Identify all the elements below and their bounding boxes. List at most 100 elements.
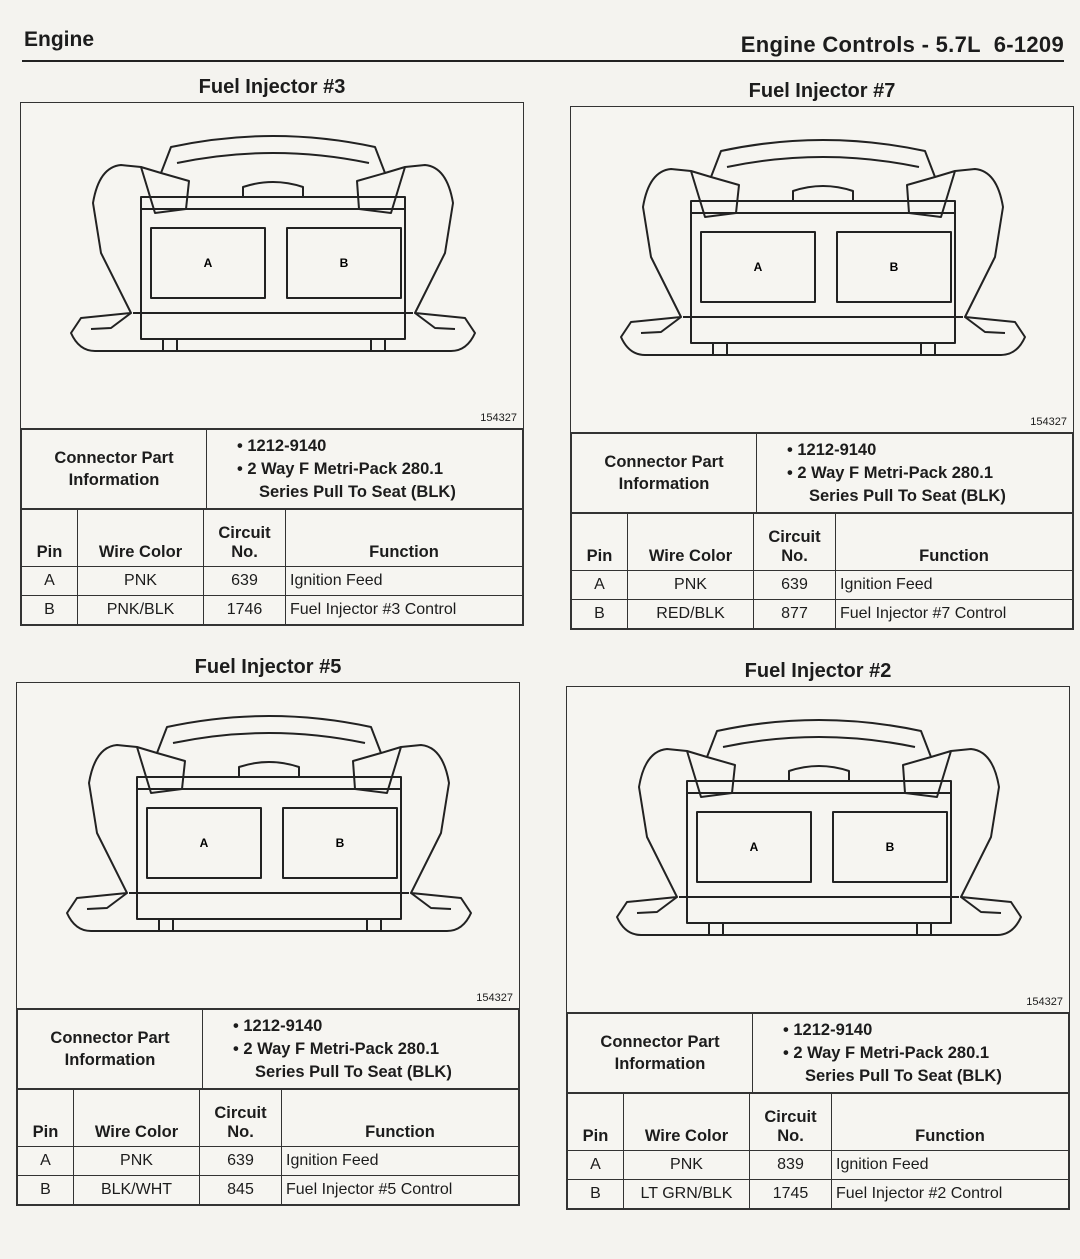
pin-table: Pin Wire Color Circuit No. Function A PN… <box>17 1089 519 1205</box>
part-number: • 1212-9140 <box>787 440 877 459</box>
circuit-cell: 877 <box>753 599 836 629</box>
foot-right <box>916 922 932 936</box>
cavity-b-label: B <box>336 836 345 850</box>
circuit-cell: 639 <box>203 566 286 596</box>
connector-panel: Fuel Injector #5 <box>16 652 520 1206</box>
cavity-a <box>146 807 262 879</box>
figure-number: 154327 <box>1030 416 1067 428</box>
connector-part-label: Connector Part Information <box>571 433 757 513</box>
wire-color-cell: PNK <box>77 566 204 596</box>
wire-color-cell: BLK/WHT <box>73 1175 200 1205</box>
foot-right <box>366 918 382 932</box>
part-number: • 1212-9140 <box>233 1016 323 1035</box>
connector-part-info: Connector Part Information • 1212-9140 •… <box>21 429 523 509</box>
latch-tab <box>238 761 300 777</box>
function-cell: Ignition Feed <box>285 566 523 596</box>
connector-part-details: • 1212-9140 • 2 Way F Metri-Pack 280.1 S… <box>202 1009 519 1089</box>
function-cell: Fuel Injector #2 Control <box>831 1179 1069 1209</box>
connector-face-diagram: A B <box>616 719 1022 936</box>
table-row: B RED/BLK 877 Fuel Injector #7 Control <box>571 599 1073 629</box>
connector-drawing: A B 154327 <box>21 103 523 429</box>
circuit-cell: 845 <box>199 1175 282 1205</box>
circuit-cell: 639 <box>753 570 836 600</box>
circuit-cell: 1746 <box>203 595 286 625</box>
connector-part-details: • 1212-9140 • 2 Way F Metri-Pack 280.1 S… <box>756 433 1073 513</box>
table-row: B LT GRN/BLK 1745 Fuel Injector #2 Contr… <box>567 1179 1069 1209</box>
connector-frame: A B 154327 Connector Part Information • … <box>570 106 1074 630</box>
connector-shroud <box>70 135 476 352</box>
connector-body <box>690 200 956 344</box>
connector-part-label: Connector Part Information <box>567 1013 753 1093</box>
connector-part-label: Connector Part Information <box>17 1009 203 1089</box>
col-circuit: Circuit No. <box>749 1093 832 1151</box>
connector-part-info: Connector Part Information • 1212-9140 •… <box>567 1013 1069 1093</box>
connector-part-info: Connector Part Information • 1212-9140 •… <box>571 433 1073 513</box>
cavity-b <box>832 811 948 883</box>
part-number: • 1212-9140 <box>783 1020 873 1039</box>
cavity-b <box>282 807 398 879</box>
circuit-cell: 1745 <box>749 1179 832 1209</box>
part-description-cont: Series Pull To Seat (BLK) <box>805 1066 1002 1085</box>
figure-number: 154327 <box>476 992 513 1004</box>
figure-number: 154327 <box>1026 996 1063 1008</box>
function-cell: Ignition Feed <box>835 570 1073 600</box>
connector-part-label: Connector Part Information <box>21 429 207 509</box>
panel-title: Fuel Injector #2 <box>744 660 892 682</box>
part-number: • 1212-9140 <box>237 436 327 455</box>
cavity-a <box>700 231 816 303</box>
connector-part-info: Connector Part Information • 1212-9140 •… <box>17 1009 519 1089</box>
wire-color-cell: LT GRN/BLK <box>623 1179 750 1209</box>
col-circuit: Circuit No. <box>203 509 286 567</box>
connector-body <box>140 196 406 340</box>
foot-left <box>708 922 724 936</box>
cavity-b <box>836 231 952 303</box>
pin-table: Pin Wire Color Circuit No. Function A PN… <box>571 513 1073 629</box>
cavity-a-label: A <box>200 836 209 850</box>
connector-drawing: A B 154327 <box>567 687 1069 1013</box>
connector-frame: A B 154327 Connector Part Information • … <box>16 682 520 1206</box>
table-row: B BLK/WHT 845 Fuel Injector #5 Control <box>17 1175 519 1205</box>
panel-title: Fuel Injector #5 <box>194 656 342 678</box>
pin-table-header: Pin Wire Color Circuit No. Function <box>21 509 523 567</box>
connector-face-diagram: A B <box>70 135 476 352</box>
col-wire-color: Wire Color <box>73 1089 200 1147</box>
connector-shroud <box>616 719 1022 936</box>
table-row: A PNK 639 Ignition Feed <box>571 570 1073 600</box>
table-row: B PNK/BLK 1746 Fuel Injector #3 Control <box>21 595 523 625</box>
connector-part-details: • 1212-9140 • 2 Way F Metri-Pack 280.1 S… <box>752 1013 1069 1093</box>
latch-tab <box>792 185 854 201</box>
cavity-b-label: B <box>890 260 899 274</box>
pin-cell: B <box>21 595 78 625</box>
connector-part-details: • 1212-9140 • 2 Way F Metri-Pack 280.1 S… <box>206 429 523 509</box>
function-cell: Ignition Feed <box>831 1150 1069 1180</box>
pin-table-header: Pin Wire Color Circuit No. Function <box>567 1093 1069 1151</box>
col-circuit: Circuit No. <box>753 513 836 571</box>
pin-cell: A <box>571 570 628 600</box>
circuit-cell: 639 <box>199 1146 282 1176</box>
header-rule <box>22 60 1064 62</box>
function-cell: Fuel Injector #3 Control <box>285 595 523 625</box>
latch-tab <box>788 765 850 781</box>
pin-cell: A <box>17 1146 74 1176</box>
col-circuit: Circuit No. <box>199 1089 282 1147</box>
function-cell: Fuel Injector #5 Control <box>281 1175 519 1205</box>
connector-face-diagram: A B <box>620 139 1026 356</box>
page-header: Engine Controls - 5.7L 6-1209 <box>741 32 1064 58</box>
pin-cell: B <box>17 1175 74 1205</box>
section-label: Engine <box>24 28 95 51</box>
cavity-b-label: B <box>340 256 349 270</box>
col-function: Function <box>831 1093 1069 1151</box>
circuit-cell: 839 <box>749 1150 832 1180</box>
connector-panel: Fuel Injector #3 <box>20 72 524 626</box>
foot-right <box>920 342 936 356</box>
table-row: A PNK 639 Ignition Feed <box>17 1146 519 1176</box>
part-description: • 2 Way F Metri-Pack 280.1 <box>787 463 994 482</box>
pin-cell: B <box>567 1179 624 1209</box>
col-function: Function <box>835 513 1073 571</box>
pin-table: Pin Wire Color Circuit No. Function A PN… <box>21 509 523 625</box>
connector-body <box>686 780 952 924</box>
figure-number: 154327 <box>480 412 517 424</box>
col-pin: Pin <box>17 1089 74 1147</box>
cavity-a-label: A <box>204 256 213 270</box>
col-wire-color: Wire Color <box>627 513 754 571</box>
